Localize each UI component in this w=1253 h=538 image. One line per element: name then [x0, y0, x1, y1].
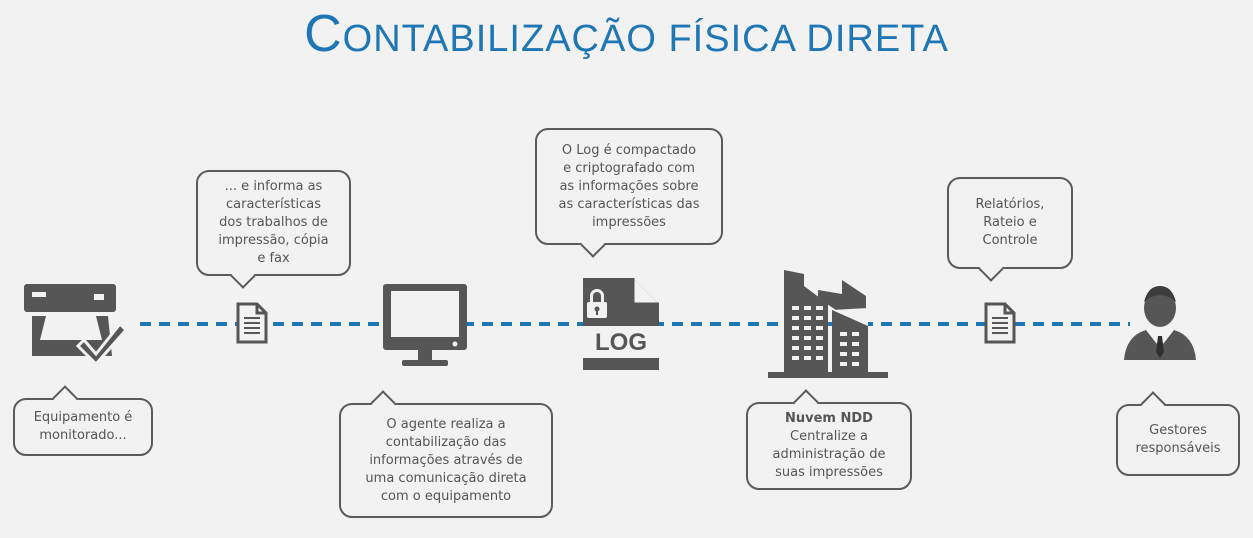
page-title: CONTABILIZAÇÃO FÍSICA DIRETA — [0, 4, 1253, 64]
managers-bubble: Gestores responsáveis — [1116, 404, 1240, 476]
log-label: LOG — [595, 329, 647, 356]
document-icon — [984, 302, 1016, 344]
title-rest: ONTABILIZAÇÃO FÍSICA DIRETA — [342, 18, 949, 60]
cloud-bubble: Nuvem NDD Centralize a administração de s… — [746, 402, 912, 490]
equipment-text: Equipamento é monitorado... — [33, 410, 133, 443]
title-first-letter: C — [304, 5, 343, 63]
monitor-icon — [383, 284, 467, 366]
log-text: O Log é compactado e criptografado com a… — [558, 142, 700, 230]
equipment-bubble: Equipamento é monitorado... — [13, 398, 153, 456]
cloud-title: Nuvem NDD — [785, 411, 873, 426]
log-file-lock-icon: LOG — [583, 278, 659, 370]
reports-text: Relatórios, Rateio e Controle — [975, 197, 1045, 248]
managers-text: Gestores responsáveis — [1135, 423, 1221, 456]
cloud-text: Centralize a administração de suas impre… — [772, 429, 886, 480]
informs-text: ... e informa as características dos tra… — [218, 179, 329, 266]
user-icon — [1124, 286, 1196, 360]
informs-bubble: ... e informa as características dos tra… — [196, 170, 351, 276]
agent-text: O agente realiza a contabilização das in… — [365, 416, 527, 504]
building-icon — [768, 270, 888, 378]
printer-check-icon — [24, 284, 129, 367]
log-bubble: O Log é compactado e criptografado com a… — [535, 128, 723, 245]
agent-bubble: O agente realiza a contabilização das in… — [339, 403, 553, 518]
document-icon — [236, 302, 268, 344]
reports-bubble: Relatórios, Rateio e Controle — [947, 177, 1073, 269]
